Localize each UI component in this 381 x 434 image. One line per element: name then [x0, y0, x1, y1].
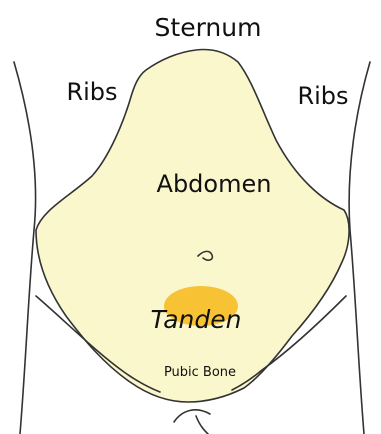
pubic-bone-label: Pubic Bone	[164, 365, 236, 380]
torso-left-outline	[14, 62, 36, 434]
groin-mark	[174, 410, 210, 422]
abdomen-label: Abdomen	[157, 170, 272, 198]
tanden-label: Tanden	[151, 305, 242, 334]
sternum-label: Sternum	[155, 13, 262, 42]
groin-mark-2	[196, 416, 208, 434]
ribs-right-label: Ribs	[297, 82, 348, 110]
torso-right-outline	[349, 62, 370, 434]
ribs-left-label: Ribs	[66, 78, 117, 106]
